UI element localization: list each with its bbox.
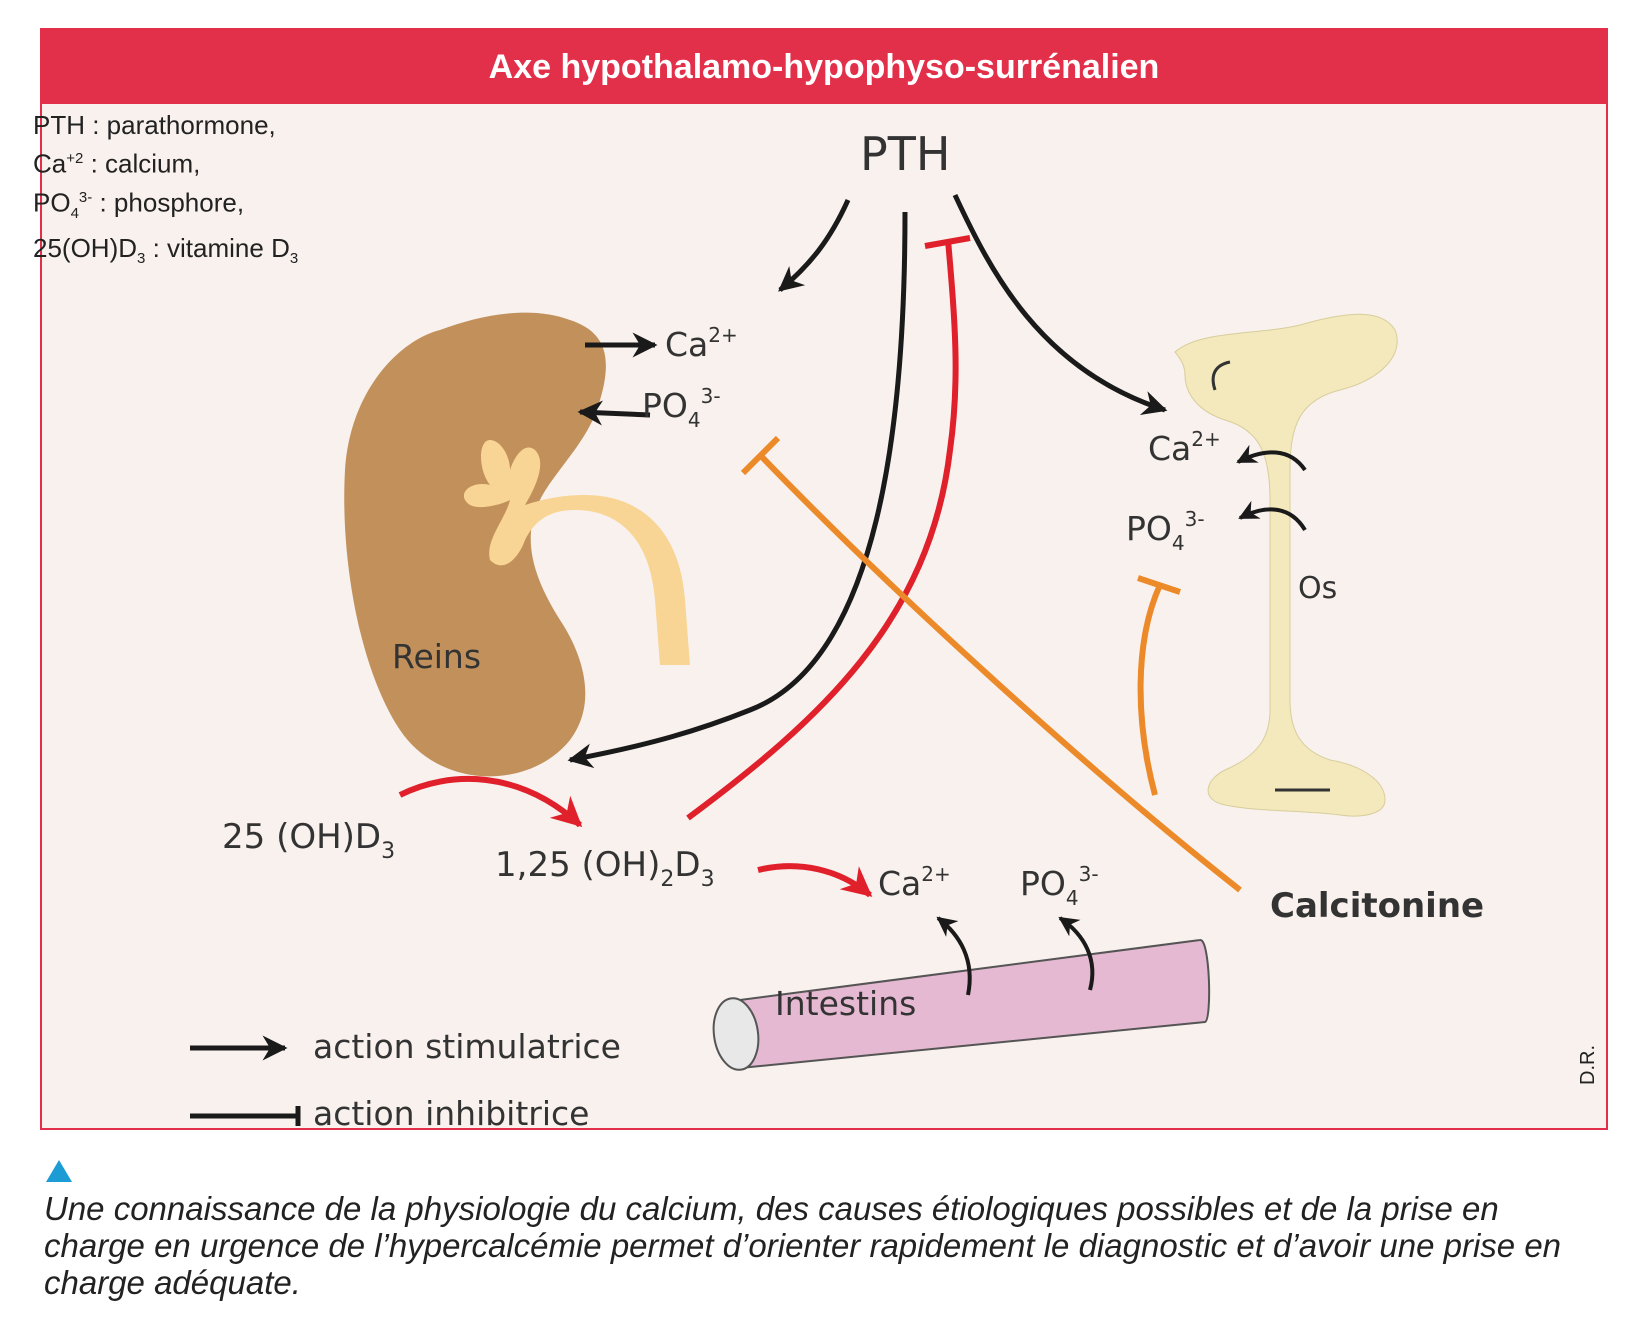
label-calcitonine: Calcitonine <box>1270 886 1484 926</box>
arrow-pth-to-kidney-calcium <box>778 198 851 292</box>
legend-inhibitory-label: action inhibitrice <box>313 1094 589 1133</box>
figure-title: Axe hypothalamo-hypophyso-surrénalien <box>42 30 1606 104</box>
kidney-shape: Reins <box>344 312 690 777</box>
arrow-vitamin-d-hydroxylation <box>398 775 583 828</box>
label-intestine-phosphate: PO43- <box>1020 862 1099 910</box>
inhibit-bar-kidney <box>740 435 781 476</box>
figure-frame: Axe hypothalamo-hypophyso-surrénalien <box>40 28 1608 1130</box>
inhibit-bar-pth <box>924 235 971 249</box>
inhibit-bar-bone <box>1137 575 1181 595</box>
arrow-intestine-calcium-absorption <box>936 916 972 996</box>
inhibit-calcitonin-on-kidney <box>757 452 1242 893</box>
abbr-vitamine-d: 25(OH)D3 : vitamine D3 <box>33 232 299 267</box>
label-intestins: Intestins <box>775 984 916 1023</box>
label-pth: PTH <box>860 127 950 181</box>
bone-shape: Os <box>1174 313 1398 817</box>
label-vitamin-d-125: 1,25 (OH)2D3 <box>495 845 715 892</box>
abbr-pth: PTH : parathormone, <box>33 110 276 140</box>
label-reins: Reins <box>392 637 481 676</box>
arrow-intestine-phosphate-absorption <box>1058 916 1095 991</box>
label-kidney-phosphate: PO43- <box>642 384 721 432</box>
abbr-calcium: Ca+2 : calcium, <box>33 148 201 179</box>
arrow-vitamin-d-to-intestine <box>757 863 873 898</box>
label-bone-phosphate: PO43- <box>1126 507 1205 555</box>
label-bone-calcium: Ca2+ <box>1148 427 1221 468</box>
legend-stimulatory-label: action stimulatrice <box>313 1027 621 1066</box>
caption-marker-icon <box>46 1160 72 1182</box>
inhibit-calcitonin-on-bone <box>1137 583 1163 796</box>
figure-caption: Une connaissance de la physiologie du ca… <box>44 1190 1562 1301</box>
arrow-kidney-phosphate-reabsorption <box>577 400 651 426</box>
abbr-phosphore: PO43- : phosphore, <box>33 187 245 222</box>
label-vitamin-d-25: 25 (OH)D3 <box>222 817 395 864</box>
arrow-pth-to-bone <box>952 193 1168 416</box>
label-kidney-calcium: Ca2+ <box>665 323 738 364</box>
label-intestine-calcium: Ca2+ <box>878 862 951 903</box>
intestine-shape: Intestins <box>712 938 1211 1071</box>
arrow-pth-to-vitamin-d-activation <box>567 211 908 769</box>
arrow-bone-phosphate-release <box>1238 500 1307 532</box>
arrow-legend: action stimulatrice action inhibitrice <box>190 1027 621 1133</box>
arrow-bone-calcium-release <box>1236 444 1307 472</box>
label-os: Os <box>1298 571 1337 606</box>
credit-dr: D.R. <box>1577 1045 1599 1085</box>
inhibit-vitamin-d-on-pth <box>686 239 959 821</box>
abbreviation-legend: PTH : parathormone, Ca+2 : calcium, PO43… <box>33 108 298 276</box>
